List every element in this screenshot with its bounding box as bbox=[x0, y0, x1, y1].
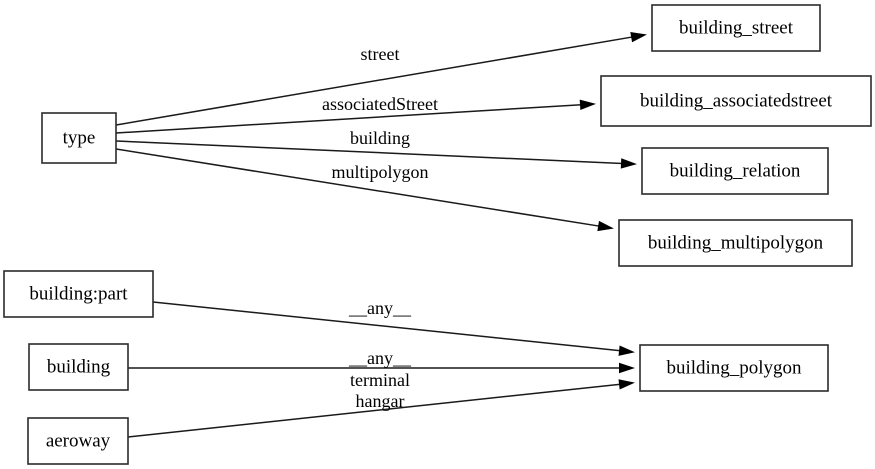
edge-line bbox=[115, 36, 633, 126]
node-building_multipolygon[interactable]: building_multipolygon bbox=[618, 219, 853, 267]
edge-line bbox=[152, 301, 621, 352]
edge-type-to-building_street bbox=[115, 32, 647, 126]
node-label: building_associatedstreet bbox=[640, 90, 833, 111]
nodes-layer: type building_street building_associatedst… bbox=[3, 4, 872, 465]
edge-label: building bbox=[350, 128, 410, 148]
node-label: building bbox=[47, 356, 111, 377]
edge-type-to-building_multipolygon bbox=[115, 148, 614, 232]
edge-line bbox=[115, 148, 600, 227]
edge-line bbox=[115, 140, 623, 165]
edge-label: __any__ bbox=[348, 348, 412, 368]
node-label: type bbox=[63, 127, 96, 148]
arrowhead-icon bbox=[618, 345, 635, 356]
edge-label: __any__ bbox=[348, 298, 412, 318]
node-building[interactable]: building bbox=[28, 343, 129, 391]
node-label: building_polygon bbox=[666, 357, 802, 378]
arrowhead-icon bbox=[597, 220, 614, 232]
edge-label-extra: hangar bbox=[356, 391, 405, 411]
edges-layer bbox=[115, 32, 647, 438]
node-box[interactable] bbox=[639, 344, 829, 392]
node-label: building_relation bbox=[670, 160, 801, 181]
node-label: building_street bbox=[679, 17, 794, 38]
edge-building_part-to-building_polygon bbox=[152, 301, 635, 356]
arrowhead-icon bbox=[630, 32, 647, 43]
node-box[interactable] bbox=[3, 270, 154, 318]
arrowhead-icon bbox=[620, 158, 637, 169]
node-label: building_multipolygon bbox=[648, 232, 824, 253]
node-box[interactable] bbox=[641, 147, 829, 195]
node-box[interactable] bbox=[28, 343, 129, 391]
edge-line bbox=[127, 383, 621, 438]
edge-line bbox=[115, 103, 582, 134]
edge-label: multipolygon bbox=[331, 162, 428, 182]
node-building_part[interactable]: building:part bbox=[3, 270, 154, 318]
edge-label: terminal bbox=[350, 370, 410, 390]
node-building_relation[interactable]: building_relation bbox=[641, 147, 829, 195]
edge-label: associatedStreet bbox=[322, 94, 438, 114]
node-box[interactable] bbox=[651, 4, 821, 52]
arrowhead-icon bbox=[619, 362, 635, 374]
edge-aeroway-to-building_polygon bbox=[127, 379, 635, 438]
node-type[interactable]: type bbox=[41, 112, 117, 164]
node-building_associatedstreet[interactable]: building_associatedstreet bbox=[600, 75, 872, 127]
node-box[interactable] bbox=[41, 112, 117, 164]
arrowhead-icon bbox=[579, 99, 596, 110]
node-building_polygon[interactable]: building_polygon bbox=[639, 344, 829, 392]
node-building_street[interactable]: building_street bbox=[651, 4, 821, 52]
node-label: aeroway bbox=[46, 430, 111, 451]
arrowhead-icon bbox=[618, 379, 635, 390]
node-label: building:part bbox=[29, 283, 128, 304]
node-aeroway[interactable]: aeroway bbox=[27, 417, 129, 465]
node-box[interactable] bbox=[600, 75, 872, 127]
node-box[interactable] bbox=[27, 417, 129, 465]
node-box[interactable] bbox=[618, 219, 853, 267]
edge-type-to-building_relation bbox=[115, 140, 637, 169]
edge-type-to-building_associatedstreet bbox=[115, 99, 596, 134]
edge-building-to-building_polygon bbox=[128, 362, 635, 374]
edge-labels-layer: street associatedStreet building multipolyg… bbox=[322, 44, 438, 411]
edge-label: street bbox=[361, 44, 400, 64]
